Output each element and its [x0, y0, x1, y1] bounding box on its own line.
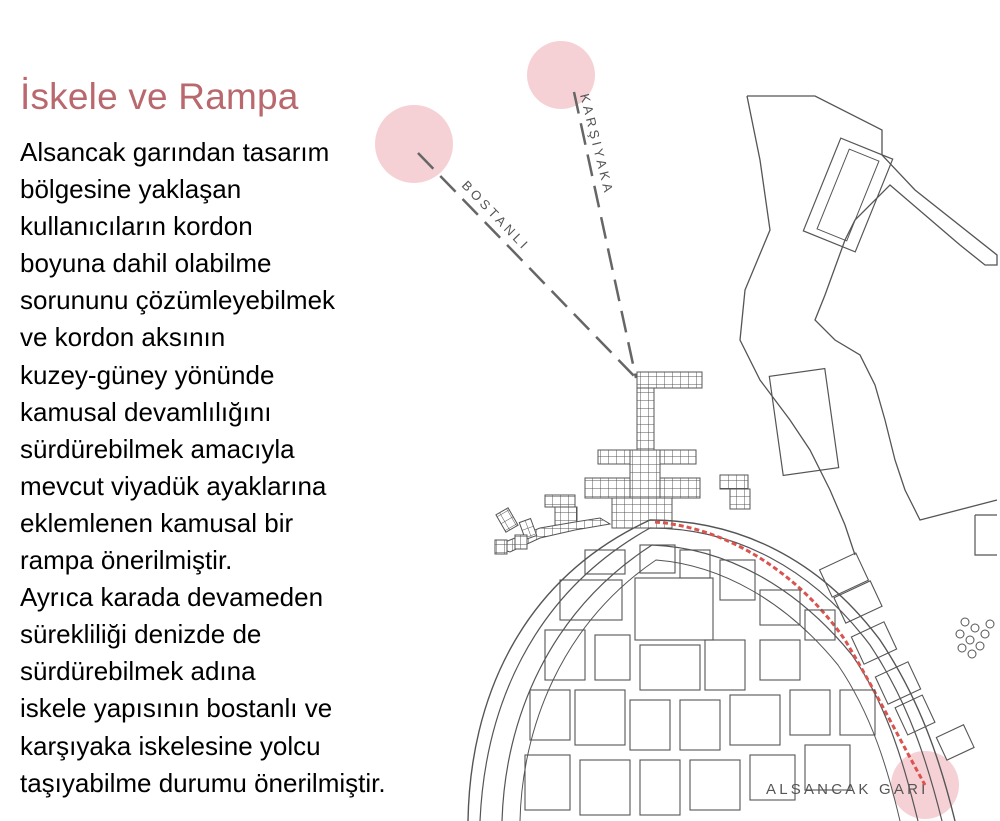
viaduct-ramp: [494, 507, 612, 555]
description-line: iskele yapısının bostanlı ve: [20, 693, 333, 724]
port-shed: [768, 367, 840, 477]
description-line: rampa önerilmiştir.: [20, 545, 233, 576]
description-line: boyuna dahil olabilme: [20, 248, 272, 279]
mooring-bollards: [955, 617, 995, 659]
pier-structure: [544, 371, 751, 529]
description-line: sorununu çözümleyebilmek: [20, 285, 336, 316]
description-line: ve kordon aksının: [20, 322, 226, 353]
city-blocks: [524, 544, 876, 816]
description-line: Alsancak garından tasarım: [20, 137, 330, 167]
shore-buildings: [818, 552, 975, 761]
description-line: eklemlenen kamusal bir: [20, 507, 294, 538]
port-inner-edge: [739, 95, 856, 556]
coast-road-mid: [479, 527, 943, 821]
karsiyaka-route-line: [572, 91, 638, 379]
description-line: taşıyabilme durumu önerilmiştir.: [20, 767, 386, 798]
description-line: bölgesine yaklaşan: [20, 174, 242, 205]
description-line: sürekliliği denizde de: [20, 619, 262, 650]
coast-road-inner2: [519, 559, 901, 821]
description-line: kullanıcıların kordon: [20, 211, 253, 242]
port-outline: [747, 95, 998, 521]
port-warehouse: [802, 137, 894, 253]
coast-road-outer: [467, 519, 956, 821]
description-line: kuzey-güney yönünde: [20, 359, 275, 390]
description-line: karşıyaka iskelesine yolcu: [20, 730, 321, 761]
bostanli-route-line: [417, 152, 637, 379]
port-warehouse-inner: [816, 148, 880, 242]
karsiyaka-marker: [527, 41, 595, 109]
page-title: İskele ve Rampa: [20, 76, 299, 117]
description-line: mevcut viyadük ayaklarına: [20, 470, 327, 501]
bostanli-label: BOSTANLI: [459, 178, 533, 254]
description-text: Alsancak garından tasarım bölgesine yakl…: [20, 134, 386, 802]
port-edge-right: [974, 514, 997, 556]
proposed-ramp-route: [654, 520, 927, 786]
description-line: Ayrıca karada devameden: [20, 582, 324, 613]
description-line: kamusal devamlılığını: [20, 396, 272, 427]
description-line: sürdürebilmek adına: [20, 656, 256, 687]
bostanli-marker: [375, 105, 453, 183]
karsiyaka-label: KARŞIYAKA: [577, 92, 617, 197]
description-line: sürdürebilmek amacıyla: [20, 433, 295, 464]
